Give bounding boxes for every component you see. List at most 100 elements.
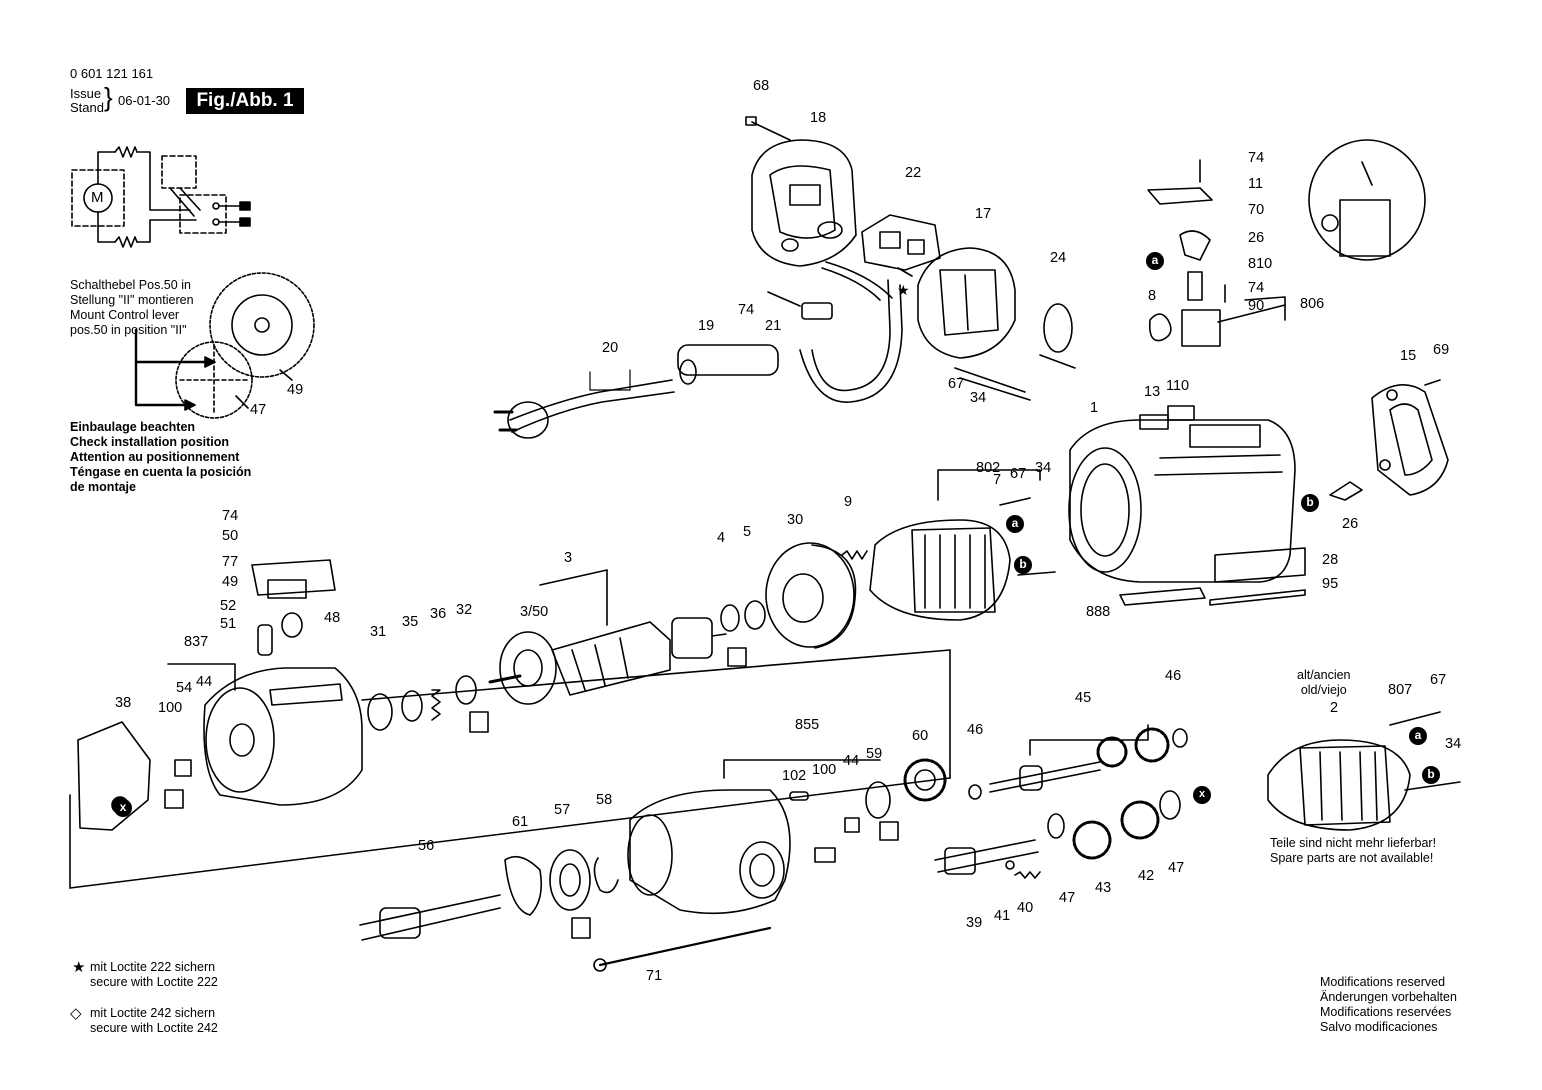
motor-housing-1	[1068, 405, 1306, 606]
part-label: 100	[158, 700, 183, 716]
reference-badge-x: x	[1193, 786, 1211, 804]
part-label: 110	[1166, 378, 1190, 394]
part-label: 95	[1322, 576, 1339, 592]
part-label: 47	[1168, 860, 1185, 876]
part-label: 15	[1400, 348, 1417, 364]
part-label: 59	[866, 746, 883, 762]
reference-badge-a: a	[1006, 515, 1024, 533]
part-label: 49	[222, 574, 239, 590]
part-label: 17	[975, 206, 992, 222]
part-label: 24	[1050, 250, 1067, 266]
fan-bearing-group	[720, 542, 868, 667]
part-label: 44	[843, 753, 860, 769]
field-coil-802	[869, 469, 1056, 621]
part-label: 69	[1433, 342, 1450, 358]
part-label: 28	[1322, 552, 1339, 568]
part-label: 810	[1248, 256, 1273, 272]
gear-housing-837	[69, 559, 951, 889]
part-label: 60	[912, 728, 929, 744]
note-line: Einbaulage beachten	[70, 420, 196, 434]
switch-22	[861, 214, 941, 277]
stand-label: Stand	[70, 100, 104, 115]
part-label: 70	[1248, 202, 1265, 218]
note-line: Teile sind nicht mehr lieferbar!	[1270, 836, 1437, 850]
loctite-242-note: mit Loctite 242 sichern secure with Loct…	[90, 1006, 218, 1036]
figure-label: Fig./Abb. 1	[186, 88, 304, 114]
note-line: old/viejo	[1300, 683, 1347, 697]
note-line: Modifications reserved	[1320, 975, 1446, 989]
note-line: Mount Control lever	[70, 308, 180, 322]
part-label: 855	[795, 717, 820, 733]
part-label: 806	[1300, 296, 1325, 312]
loctite-222-star-icon: ★	[72, 959, 86, 976]
part-label: 5	[743, 524, 752, 540]
note-line: alt/ancien	[1297, 668, 1351, 682]
part-label: 32	[456, 602, 473, 618]
note-line: de montaje	[70, 480, 136, 494]
install-position-note: Einbaulage beachten Check installation p…	[70, 420, 251, 495]
part-label: 8	[1148, 288, 1157, 304]
note-line: secure with Loctite 222	[90, 975, 218, 989]
seal-ring-group	[367, 675, 489, 733]
note-line: pos.50 in position "II"	[70, 323, 187, 337]
part-label: 9	[844, 494, 853, 510]
part-label: 41	[994, 908, 1011, 924]
issue-label: Issue	[70, 86, 102, 101]
part-label: 807	[1388, 682, 1413, 698]
part-label: 3/50	[520, 604, 549, 620]
part-label: 38	[115, 695, 132, 711]
gear-60	[903, 758, 947, 802]
control-lever-note: Schalthebel Pos.50 in Stellung "II" mont…	[70, 278, 194, 338]
part-label: 56	[418, 838, 435, 854]
handle-cover-17	[917, 247, 1076, 401]
reference-badge-b: b	[1301, 494, 1319, 512]
old-version-note: alt/ancien old/viejo	[1297, 668, 1351, 698]
note-line: Attention au positionnement	[70, 450, 240, 464]
part-label: 50	[222, 528, 239, 544]
part-label: 102	[782, 768, 807, 784]
note-line: mit Loctite 222 sichern	[90, 960, 216, 974]
part-label: 13	[1144, 384, 1161, 400]
part-label: 837	[184, 634, 209, 650]
part-label: 22	[905, 165, 922, 181]
part-label: 40	[1017, 900, 1034, 916]
part-label: 802	[976, 460, 1001, 476]
note-line: Salvo modificaciones	[1320, 1020, 1438, 1034]
brush-holder-set	[1147, 139, 1426, 347]
part-label: 26	[1248, 230, 1265, 246]
reference-badge-b: b	[1422, 766, 1440, 784]
part-label: 68	[753, 78, 770, 94]
part-label: 30	[787, 512, 804, 528]
part-label: 74	[1248, 150, 1265, 166]
part-label: 11	[1248, 176, 1264, 192]
note-line: secure with Loctite 242	[90, 1021, 218, 1035]
note-line: Téngase en cuenta la posición	[70, 465, 252, 479]
power-cord	[493, 261, 903, 439]
note-line: Modifications reservées	[1320, 1005, 1452, 1019]
part-label: 100	[812, 762, 837, 778]
gear-housing-855	[627, 759, 899, 915]
armature-3	[488, 569, 727, 705]
part-label: 67	[948, 376, 965, 392]
part-label: 36	[430, 606, 447, 622]
part-label: 888	[1086, 604, 1111, 620]
part-label: 44	[196, 674, 213, 690]
shaft-assemblies	[934, 724, 1209, 879]
part-label: 18	[810, 110, 827, 126]
spindle-group	[359, 849, 772, 972]
part-label: 46	[967, 722, 984, 738]
part-label: 48	[324, 610, 341, 626]
part-label: 77	[222, 554, 239, 570]
part-label: 35	[402, 614, 419, 630]
reference-badge-a: a	[1146, 252, 1164, 270]
part-label: 90	[1248, 298, 1265, 314]
loctite-242-diamond-icon: ◇	[70, 1005, 82, 1022]
part-label: 21	[765, 318, 782, 334]
part-label: 1	[1090, 400, 1099, 416]
end-cap-15	[1329, 379, 1449, 501]
part-number: 0 601 121 161	[70, 66, 154, 81]
part-label: 43	[1095, 880, 1112, 896]
part-label: 2	[1330, 700, 1339, 716]
old-field-coil-807	[1267, 711, 1461, 831]
